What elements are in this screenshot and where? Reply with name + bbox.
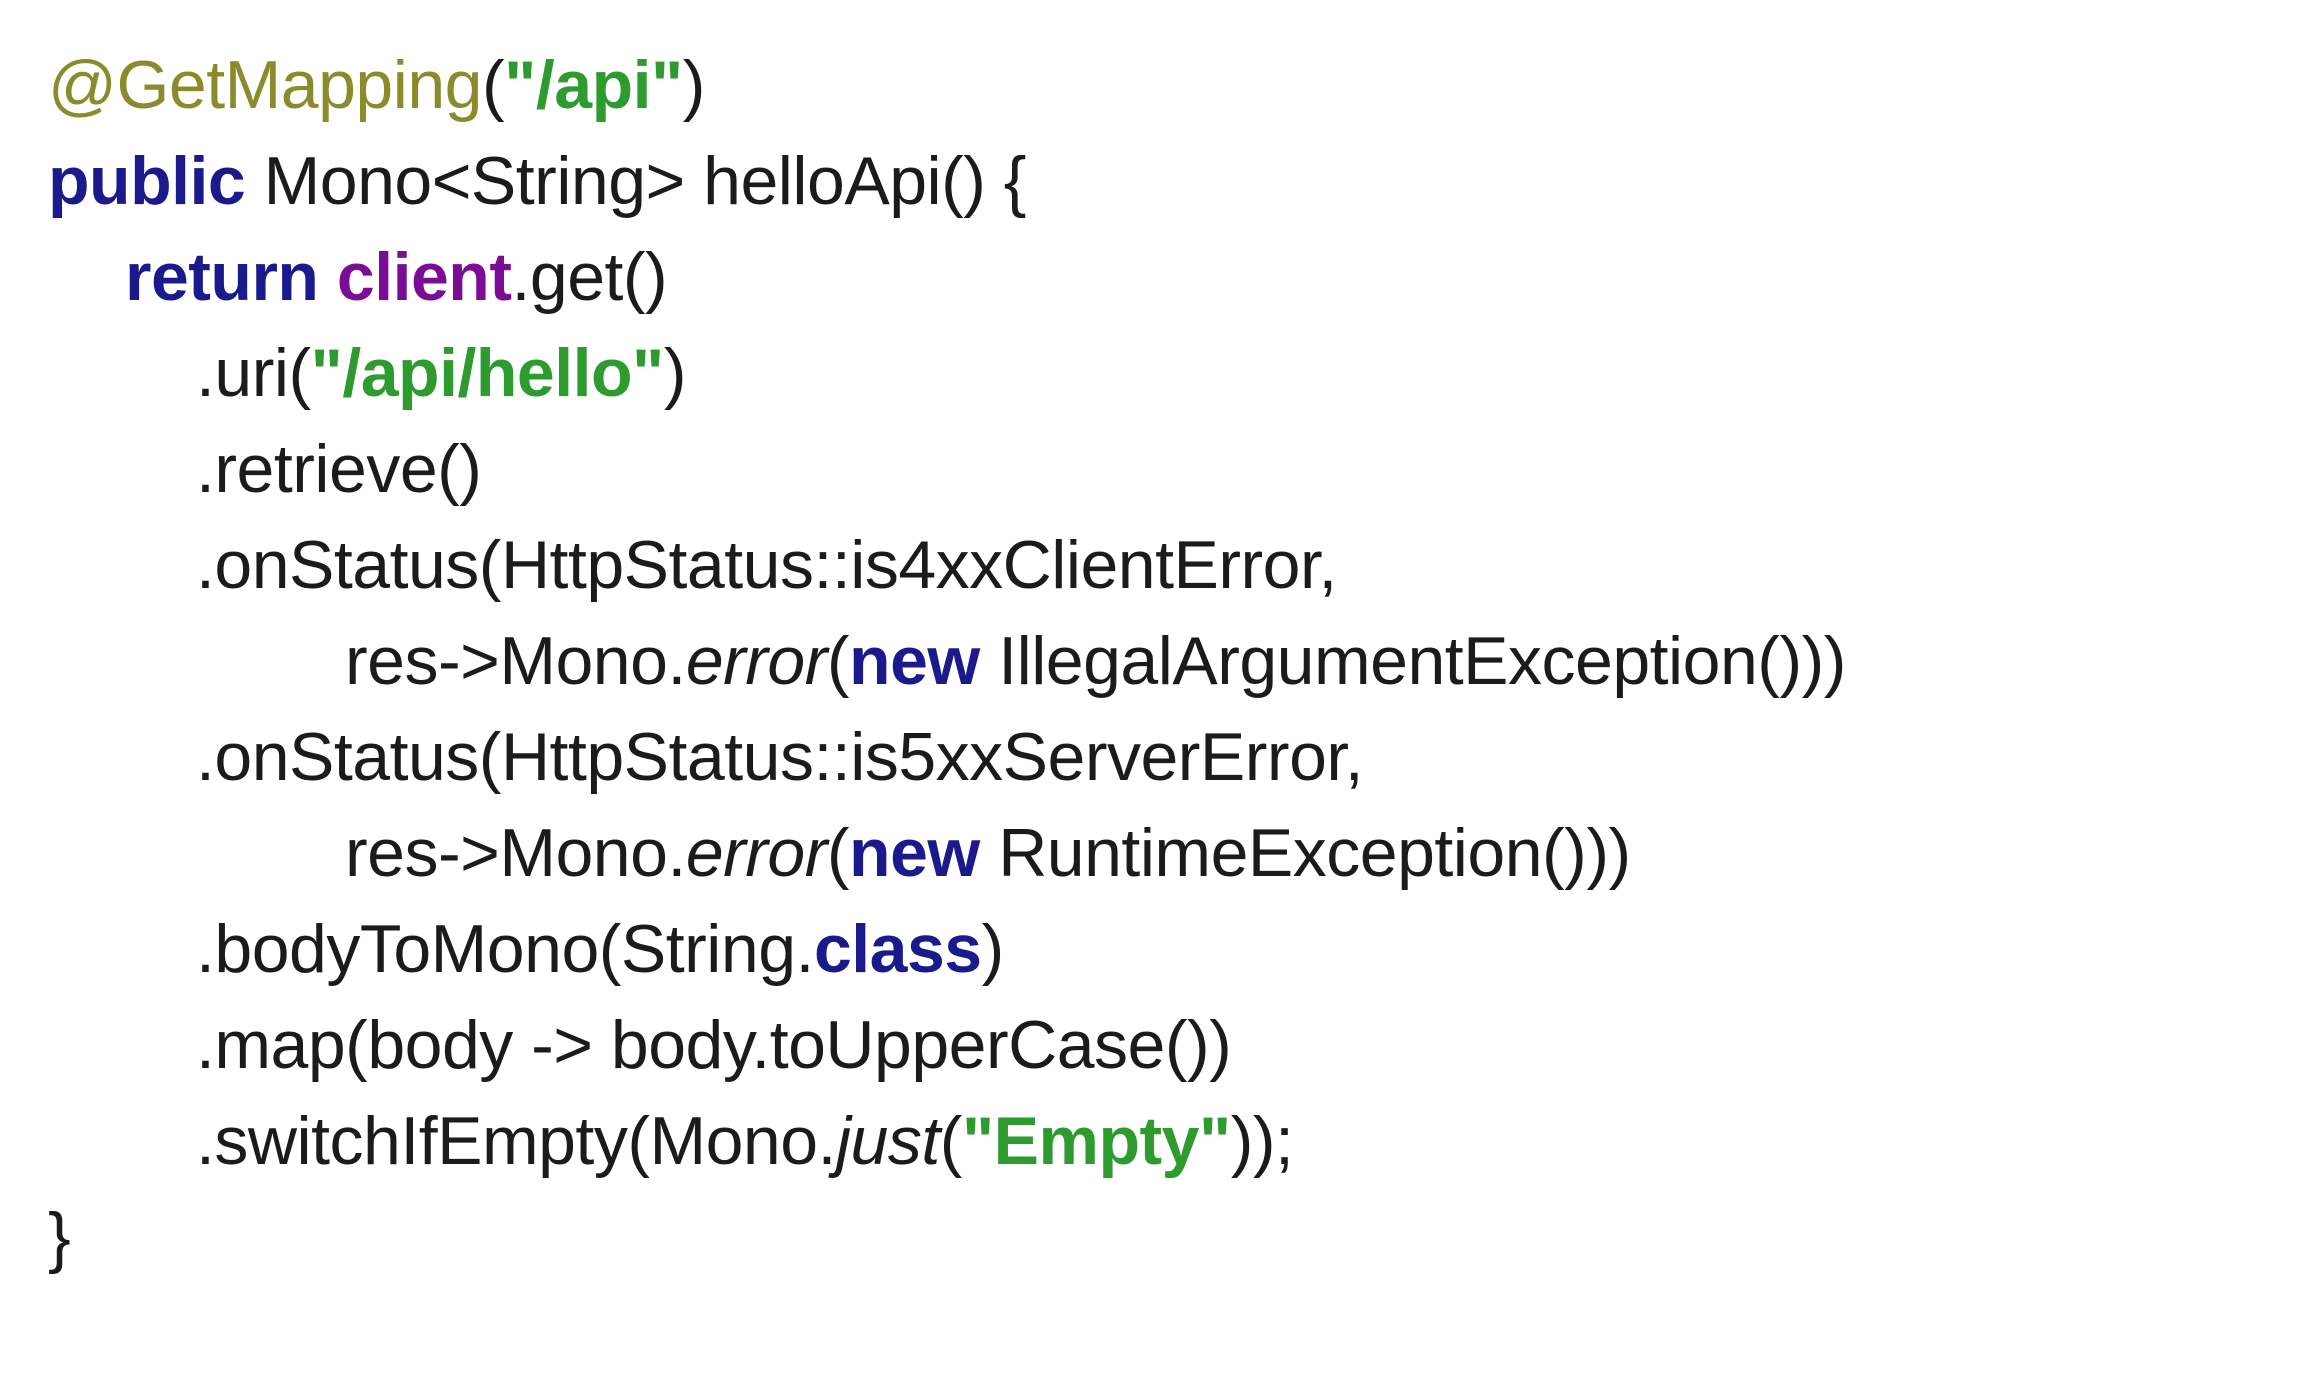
code-token-plain: .uri(: [196, 335, 311, 411]
code-token-string: "/api": [504, 47, 683, 123]
code-line: .map(body -> body.toUpperCase()): [0, 997, 1846, 1093]
code-token-plain: res->Mono.: [345, 815, 686, 891]
code-snippet: @GetMapping("/api")public Mono<String> h…: [0, 37, 1846, 1285]
code-token-plain: ));: [1230, 1103, 1294, 1179]
code-line: .onStatus(HttpStatus::is5xxServerError,: [0, 709, 1846, 805]
code-token-field: client: [336, 239, 512, 315]
code-line: return client.get(): [0, 229, 1846, 325]
code-token-keyword: class: [813, 911, 982, 987]
code-token-plain: ): [981, 911, 1005, 987]
code-token-italic: just: [835, 1103, 940, 1179]
code-token-plain: ): [682, 47, 706, 123]
code-token-plain: res->Mono.: [345, 623, 686, 699]
code-line: .onStatus(HttpStatus::is4xxClientError,: [0, 517, 1846, 613]
code-token-plain: .onStatus(HttpStatus::is4xxClientError,: [196, 527, 1337, 603]
code-line: .switchIfEmpty(Mono.just("Empty"));: [0, 1093, 1846, 1189]
code-token-plain: (: [481, 47, 505, 123]
code-token-plain: .retrieve(): [196, 431, 482, 507]
code-token-plain: }: [48, 1199, 71, 1275]
code-token-keyword: public: [48, 143, 246, 219]
code-token-plain: (: [939, 1103, 963, 1179]
code-token-plain: Mono<String> helloApi() {: [245, 143, 1027, 219]
code-token-plain: [318, 239, 336, 315]
code-line: res->Mono.error(new IllegalArgumentExcep…: [0, 613, 1846, 709]
code-token-plain: .bodyToMono(String.: [196, 911, 814, 987]
code-token-annotation: @GetMapping: [48, 47, 482, 123]
code-line: .retrieve(): [0, 421, 1846, 517]
code-token-plain: .map(body -> body.toUpperCase()): [196, 1007, 1232, 1083]
code-line: .bodyToMono(String.class): [0, 901, 1846, 997]
code-token-string: "Empty": [961, 1103, 1231, 1179]
code-line: public Mono<String> helloApi() {: [0, 133, 1846, 229]
code-token-plain: (: [826, 623, 850, 699]
code-token-plain: (: [826, 815, 850, 891]
code-token-plain: RuntimeException())): [979, 815, 1631, 891]
code-line: res->Mono.error(new RuntimeException())): [0, 805, 1846, 901]
code-token-string: "/api/hello": [310, 335, 665, 411]
code-token-plain: IllegalArgumentException())): [979, 623, 1846, 699]
code-token-plain: .get(): [511, 239, 668, 315]
code-token-italic: error: [685, 815, 828, 891]
code-token-plain: .onStatus(HttpStatus::is5xxServerError,: [196, 719, 1364, 795]
code-token-keyword: new: [849, 815, 980, 891]
code-token-plain: ): [663, 335, 687, 411]
code-token-italic: error: [685, 623, 828, 699]
code-line: }: [0, 1189, 1846, 1285]
code-token-keyword: return: [125, 239, 319, 315]
code-line: @GetMapping("/api"): [0, 37, 1846, 133]
code-token-keyword: new: [849, 623, 980, 699]
code-token-plain: .switchIfEmpty(Mono.: [196, 1103, 836, 1179]
code-line: .uri("/api/hello"): [0, 325, 1846, 421]
